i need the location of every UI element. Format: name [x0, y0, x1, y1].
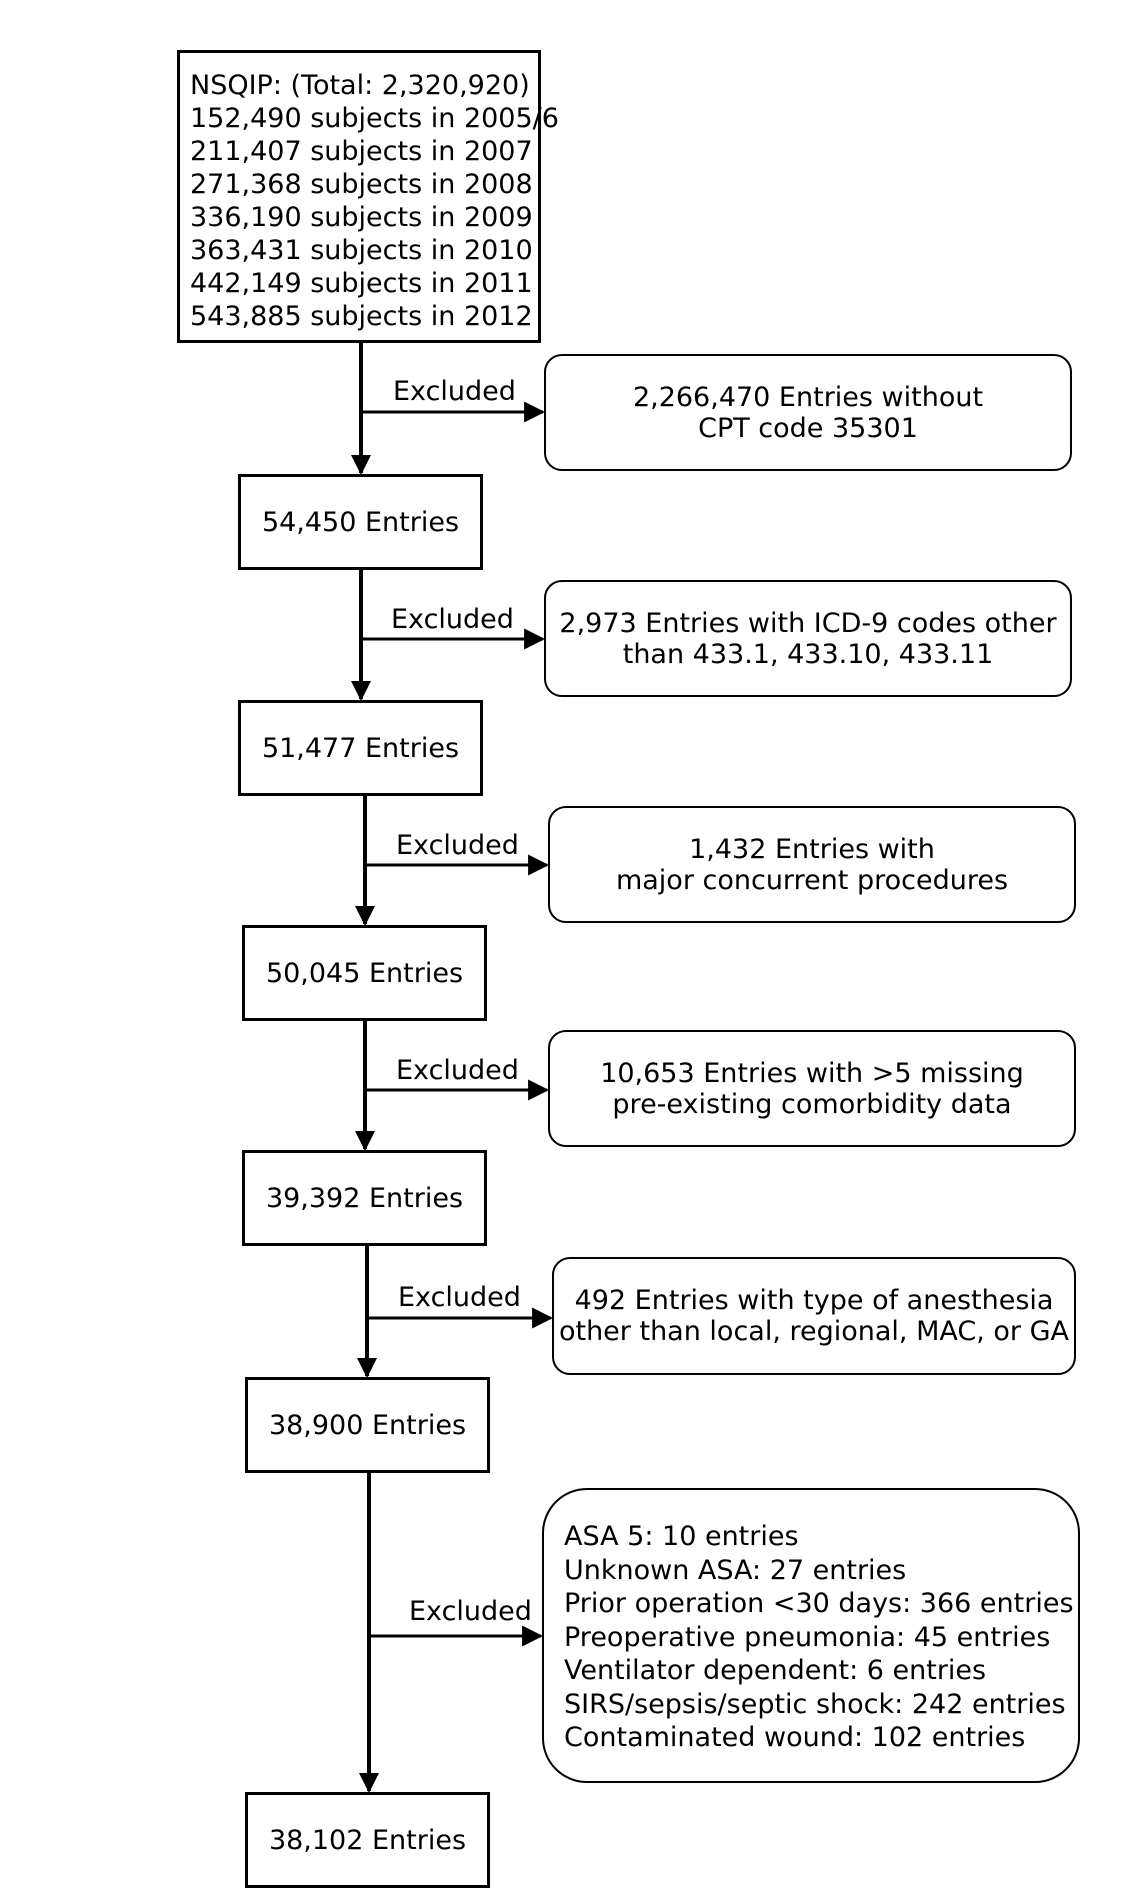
- exclusion-box-icd9: 2,973 Entries with ICD-9 codes other tha…: [544, 580, 1072, 697]
- entries-count: 39,392 Entries: [265, 1182, 464, 1214]
- source-line: 442,149 subjects in 2011: [190, 268, 533, 299]
- source-line: 152,490 subjects in 2005/6: [190, 103, 559, 134]
- entries-count: 38,102 Entries: [268, 1824, 467, 1856]
- entries-box-1: 54,450 Entries: [238, 474, 483, 570]
- exclusion-box-comorbidity: 10,653 Entries with >5 missing pre-exist…: [548, 1030, 1076, 1147]
- excluded-label: Excluded: [393, 376, 516, 407]
- exclusion-line: other than local, regional, MAC, or GA: [558, 1316, 1070, 1347]
- exclusion-line: 1,432 Entries with: [689, 833, 935, 865]
- exclusion-line: Ventilator dependent: 6 entries: [564, 1655, 987, 1686]
- exclusion-box-concurrent: 1,432 Entries with major concurrent proc…: [548, 806, 1076, 923]
- exclusion-line: pre-existing comorbidity data: [612, 1088, 1012, 1120]
- exclusion-line: Preoperative pneumonia: 45 entries: [564, 1621, 1051, 1653]
- exclusion-line: major concurrent procedures: [615, 864, 1009, 896]
- entries-box-3: 50,045 Entries: [242, 925, 487, 1021]
- excluded-label: Excluded: [396, 1055, 519, 1086]
- source-line: 271,368 subjects in 2008: [190, 169, 533, 200]
- final-entries-box: 38,102 Entries: [245, 1792, 490, 1888]
- exclusion-line: CPT code 35301: [698, 412, 918, 444]
- entries-box-4: 39,392 Entries: [242, 1150, 487, 1246]
- exclusion-line: SIRS/sepsis/septic shock: 242 entries: [564, 1688, 1066, 1720]
- exclusion-box-anesthesia: 492 Entries with type of anesthesia othe…: [552, 1257, 1076, 1375]
- source-line: 211,407 subjects in 2007: [190, 136, 533, 167]
- excluded-label: Excluded: [398, 1282, 521, 1313]
- entries-count: 51,477 Entries: [261, 732, 460, 764]
- exclusion-line: 10,653 Entries with >5 missing: [600, 1057, 1024, 1089]
- source-line: 336,190 subjects in 2009: [190, 202, 533, 233]
- excluded-label: Excluded: [391, 604, 514, 635]
- entries-count: 54,450 Entries: [261, 506, 460, 538]
- exclusion-line: 2,266,470 Entries without: [632, 381, 984, 413]
- excluded-label: Excluded: [409, 1596, 532, 1627]
- source-population-box: NSQIP: (Total: 2,320,920) 152,490 subjec…: [177, 50, 559, 343]
- exclusion-line: Contaminated wound: 102 entries: [564, 1722, 1026, 1753]
- exclusion-line: than 433.1, 433.10, 433.11: [622, 638, 994, 670]
- source-line: NSQIP: (Total: 2,320,920): [190, 70, 530, 101]
- exclusion-line: ASA 5: 10 entries: [564, 1521, 799, 1552]
- exclusion-box-cpt: 2,266,470 Entries without CPT code 35301: [544, 354, 1072, 471]
- entries-box-2: 51,477 Entries: [238, 700, 483, 796]
- exclusion-line: Unknown ASA: 27 entries: [564, 1554, 907, 1586]
- excluded-label: Excluded: [396, 830, 519, 861]
- exclusion-line: 492 Entries with type of anesthesia: [574, 1285, 1054, 1316]
- exclusion-line: 2,973 Entries with ICD-9 codes other: [559, 607, 1057, 639]
- source-line: 363,431 subjects in 2010: [190, 235, 533, 266]
- entries-count: 50,045 Entries: [265, 957, 464, 989]
- entries-box-5: 38,900 Entries: [245, 1377, 490, 1473]
- source-line: 543,885 subjects in 2012: [190, 301, 533, 332]
- entries-count: 38,900 Entries: [268, 1409, 467, 1441]
- exclusion-box-clinical: ASA 5: 10 entries Unknown ASA: 27 entrie…: [542, 1488, 1080, 1783]
- exclusion-line: Prior operation <30 days: 366 entries: [564, 1588, 1074, 1619]
